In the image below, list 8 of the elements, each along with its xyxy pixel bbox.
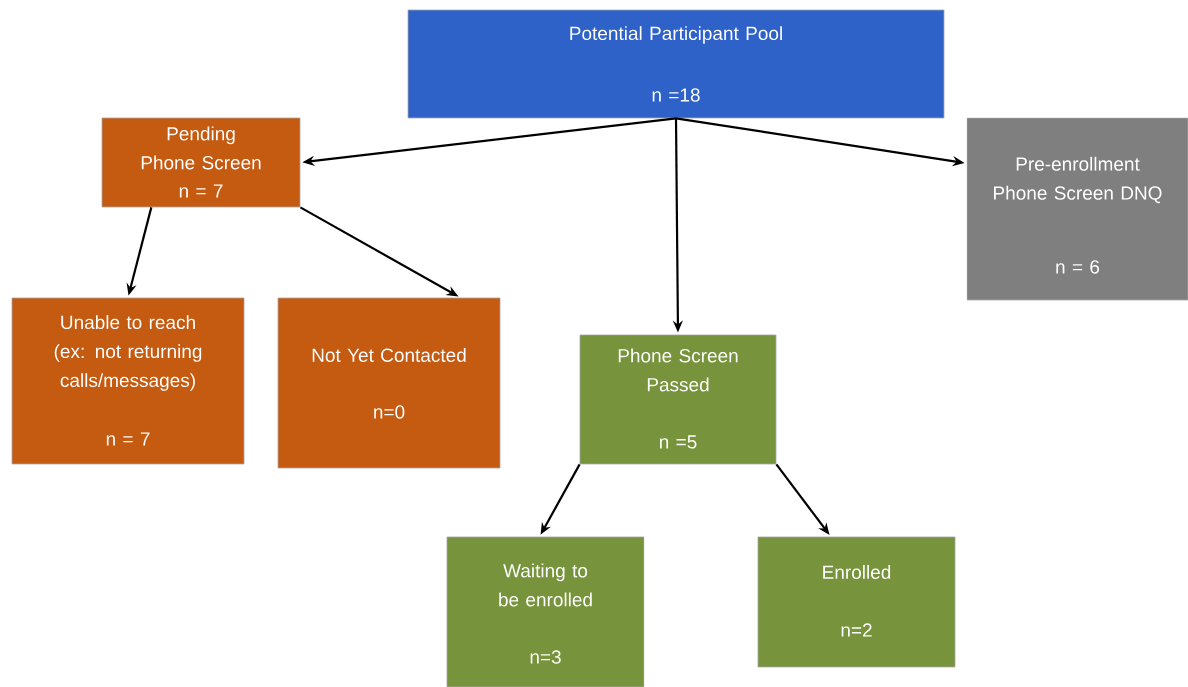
process-box: Potential Participant Pool n =18 — [407, 9, 945, 119]
process-box: Phone Screen Passed n =5 — [579, 334, 777, 465]
process-box: Waiting to be enrolled n=3 — [446, 536, 645, 687]
process-box: Enrolled n=2 — [757, 536, 956, 668]
process-box: Unable to reach (ex: not returning calls/messages) n = 7 — [11, 297, 245, 465]
process-box: Pending Phone Screen n = 7 — [101, 117, 301, 208]
process-box: Pre-enrollment Phone Screen DNQ n = 6 — [966, 117, 1188, 301]
process-box: Not Yet Contacted n=0 — [277, 297, 501, 469]
